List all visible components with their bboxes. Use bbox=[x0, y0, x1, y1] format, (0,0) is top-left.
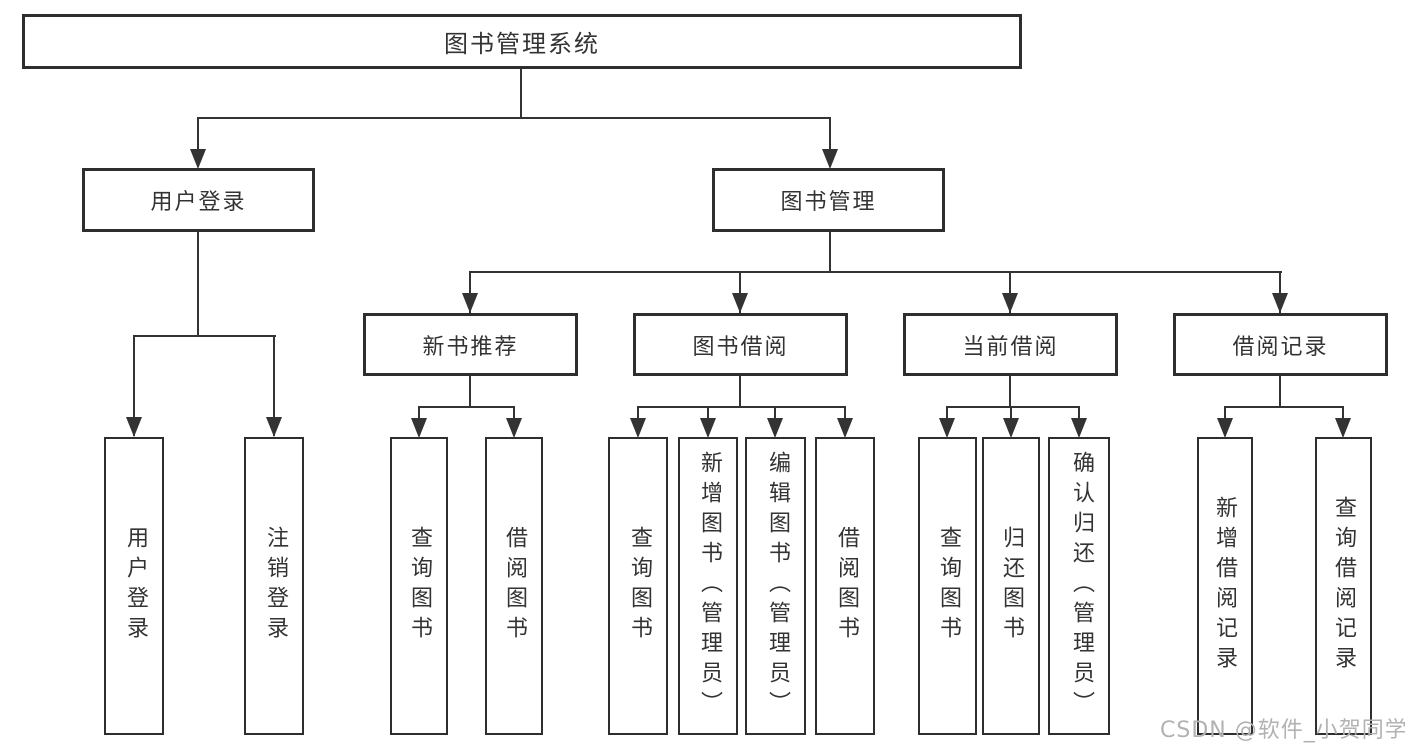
connector-to-level3 bbox=[1009, 271, 1011, 313]
leaf-logout: 注销登录 bbox=[244, 437, 304, 735]
node-current-borrow: 当前借阅 bbox=[903, 313, 1118, 376]
connector-to-user-login bbox=[197, 117, 199, 167]
leaf-user-login: 用户登录 bbox=[104, 437, 164, 735]
arrow-down-icon bbox=[266, 417, 282, 437]
watermark: CSDN @软件_小贺同学 bbox=[1160, 718, 1405, 743]
leaf-edit-book-admin: 编辑图书（管理员） bbox=[745, 437, 806, 735]
node-borrow-records: 借阅记录 bbox=[1173, 313, 1388, 376]
connector-to-leaf bbox=[273, 335, 275, 436]
leaf-return-book: 归还图书 bbox=[982, 437, 1040, 735]
arrow-down-icon bbox=[822, 149, 838, 169]
node-user-login: 用户登录 bbox=[82, 168, 315, 232]
arrow-down-icon bbox=[1002, 293, 1018, 313]
connector-to-leaf bbox=[133, 335, 135, 436]
arrow-down-icon bbox=[700, 418, 716, 438]
node-root-system: 图书管理系统 bbox=[22, 14, 1022, 69]
connector-level2-bar bbox=[197, 117, 831, 119]
leaf-add-borrow-record: 新增借阅记录 bbox=[1197, 437, 1253, 735]
connector-book-borrow-stem bbox=[739, 376, 741, 407]
connector-to-level3 bbox=[739, 271, 741, 313]
arrow-down-icon bbox=[1217, 418, 1233, 438]
arrow-down-icon bbox=[506, 418, 522, 438]
connector-borrow-records-stem bbox=[1279, 376, 1281, 407]
connector-root-stem bbox=[520, 69, 522, 117]
node-book-borrow: 图书借阅 bbox=[633, 313, 848, 376]
arrow-down-icon bbox=[411, 418, 427, 438]
arrow-down-icon bbox=[837, 418, 853, 438]
connector-user-login-stem bbox=[197, 232, 199, 335]
leaf-confirm-return-admin: 确认归还（管理员） bbox=[1048, 437, 1110, 735]
arrow-down-icon bbox=[732, 293, 748, 313]
leaf-borrow-books: 借阅图书 bbox=[485, 437, 543, 735]
arrow-down-icon bbox=[767, 418, 783, 438]
connector-current-borrow-stem bbox=[1009, 376, 1011, 407]
arrow-down-icon bbox=[630, 418, 646, 438]
connector-borrow-records-bar bbox=[1224, 406, 1344, 408]
arrow-down-icon bbox=[1272, 293, 1288, 313]
connector-to-level3 bbox=[1279, 271, 1281, 313]
leaf-query-books: 查询图书 bbox=[918, 437, 977, 735]
leaf-query-books: 查询图书 bbox=[390, 437, 448, 735]
connector-book-mgmt-stem bbox=[829, 232, 831, 272]
leaf-query-books: 查询图书 bbox=[608, 437, 668, 735]
connector-level3-bar bbox=[469, 271, 1282, 273]
arrow-down-icon bbox=[1071, 418, 1087, 438]
arrow-down-icon bbox=[1003, 418, 1019, 438]
arrow-down-icon bbox=[126, 417, 142, 437]
leaf-add-book-admin: 新增图书（管理员） bbox=[678, 437, 738, 735]
node-new-book-recommend: 新书推荐 bbox=[363, 313, 578, 376]
connector-to-level3 bbox=[469, 271, 471, 313]
arrow-down-icon bbox=[190, 149, 206, 169]
arrow-down-icon bbox=[1335, 418, 1351, 438]
arrow-down-icon bbox=[462, 293, 478, 313]
connector-book-borrow-bar bbox=[637, 406, 846, 408]
leaf-query-borrow-record: 查询借阅记录 bbox=[1315, 437, 1372, 735]
node-book-management: 图书管理 bbox=[712, 168, 945, 232]
leaf-borrow-books: 借阅图书 bbox=[815, 437, 875, 735]
connector-user-login-bar bbox=[133, 335, 276, 337]
connector-new-books-bar bbox=[418, 406, 515, 408]
connector-to-book-mgmt bbox=[829, 117, 831, 167]
connector-new-books-stem bbox=[469, 376, 471, 407]
arrow-down-icon bbox=[939, 418, 955, 438]
connector-current-borrow-bar bbox=[946, 406, 1079, 408]
